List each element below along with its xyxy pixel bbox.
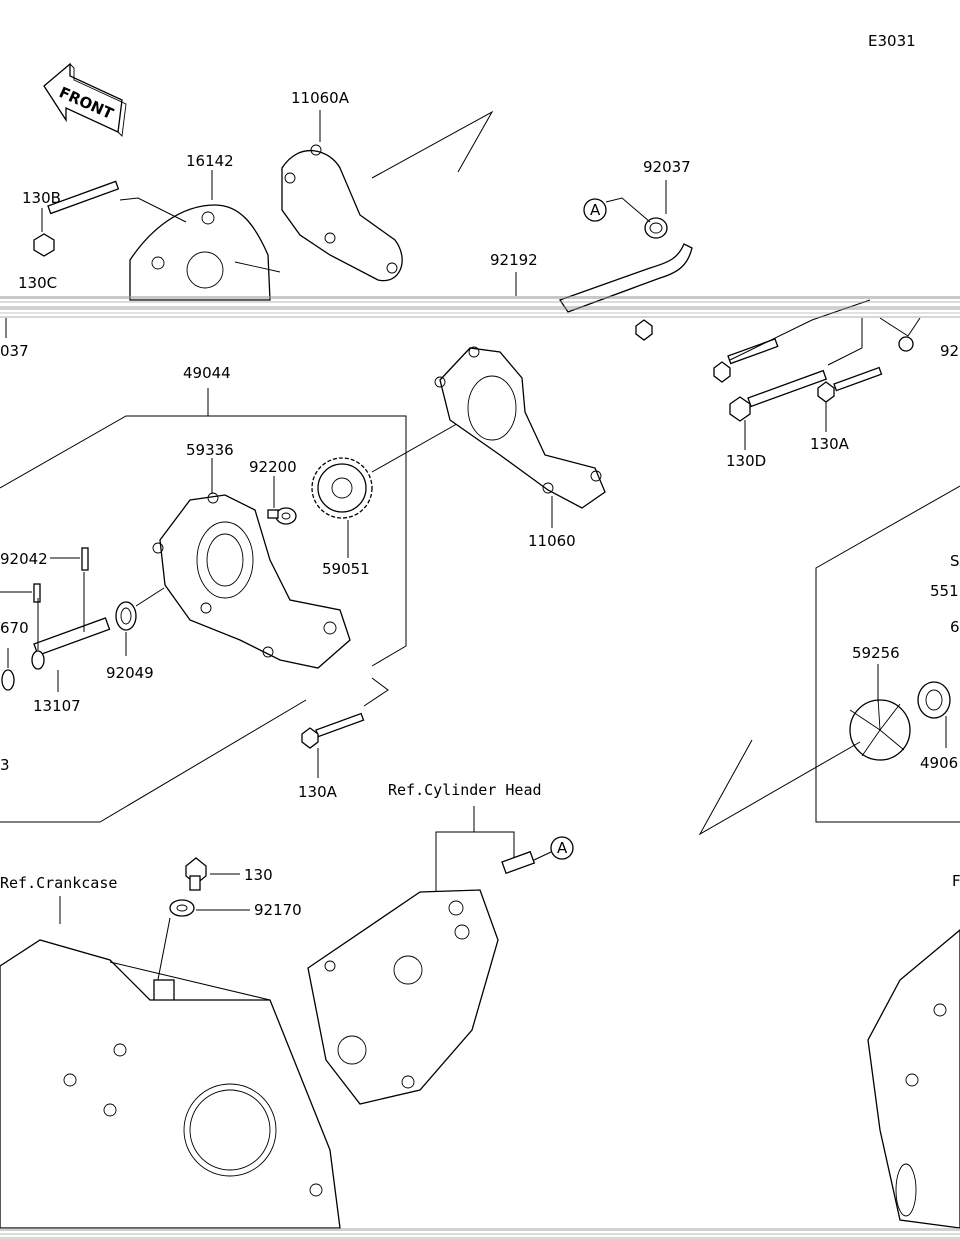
label-4906: 4906 (920, 754, 958, 772)
cylinder-head (307, 889, 499, 1105)
svg-text:A: A (557, 839, 568, 857)
crankcase-right-partial (867, 929, 960, 1229)
pump-body-59336 (152, 492, 351, 669)
ref-cylinder-head-label: Ref.Cylinder Head (388, 781, 542, 799)
scan-noise-band-bottom (0, 1228, 960, 1240)
ref-crankcase-label: Ref.Crankcase (0, 874, 117, 892)
gear-59051 (311, 457, 373, 519)
gasket-11060a (281, 144, 403, 282)
label-130C: 130C (18, 274, 57, 292)
label-92042: 92042 (0, 550, 48, 568)
label-59051: 59051 (322, 560, 370, 578)
label-59336: 59336 (186, 441, 234, 459)
nut-icon (635, 319, 653, 341)
bolt-130 (185, 857, 207, 891)
label-16142: 16142 (186, 152, 234, 170)
label-S: S (950, 552, 960, 570)
bolt-130d (729, 369, 828, 422)
seal-4906 (917, 681, 951, 719)
label-130D: 130D (726, 452, 766, 470)
label-92037: 92037 (643, 158, 691, 176)
washer-92170 (169, 899, 195, 917)
pin-92042 (81, 547, 89, 571)
scan-noise-band-top (0, 296, 960, 318)
callout-a-top: A (583, 198, 607, 222)
diagram-code: E3031 (868, 32, 916, 50)
pump-cover-16142 (129, 204, 281, 301)
label-3: 3 (0, 756, 10, 774)
shaft-13107 (31, 617, 111, 670)
bolt-130a-lower (301, 712, 365, 749)
label-037: 037 (0, 342, 29, 360)
label-11060A: 11060A (291, 89, 350, 107)
clamp-92037 (644, 217, 668, 239)
bolt-130-right-1 (713, 338, 779, 383)
label-92049: 92049 (106, 664, 154, 682)
pin-small (33, 583, 41, 603)
bolt-130a-right (817, 366, 883, 403)
label-130: 130 (244, 866, 273, 884)
front-arrow-icon: FRONT (43, 62, 127, 137)
bolt-130b (33, 180, 120, 257)
dowel-pin (501, 850, 536, 875)
hose-92192 (558, 243, 693, 313)
label-59256: 59256 (852, 644, 900, 662)
label-13107: 13107 (33, 697, 81, 715)
label-130A-lower: 130A (298, 783, 338, 801)
gasket-11060 (434, 346, 606, 509)
o-ring-670 (1, 669, 15, 691)
label-670: 670 (0, 619, 29, 637)
impeller-59256 (849, 697, 911, 761)
washer-92200 (267, 507, 297, 525)
svg-text:A: A (590, 201, 601, 219)
label-551: 551 (930, 582, 959, 600)
seal-92049 (115, 601, 137, 631)
crankcase (0, 939, 341, 1229)
label-130B: 130B (22, 189, 61, 207)
label-11060: 11060 (528, 532, 576, 550)
label-92200: 92200 (249, 458, 297, 476)
label-92170: 92170 (254, 901, 302, 919)
label-92192: 92192 (490, 251, 538, 269)
callout-a-lower: A (550, 836, 574, 860)
label-6: 6 (950, 618, 960, 636)
label-F: F (952, 872, 960, 890)
label-130A-right: 130A (810, 435, 850, 453)
label-92-right: 92 (940, 342, 959, 360)
label-49044: 49044 (183, 364, 231, 382)
